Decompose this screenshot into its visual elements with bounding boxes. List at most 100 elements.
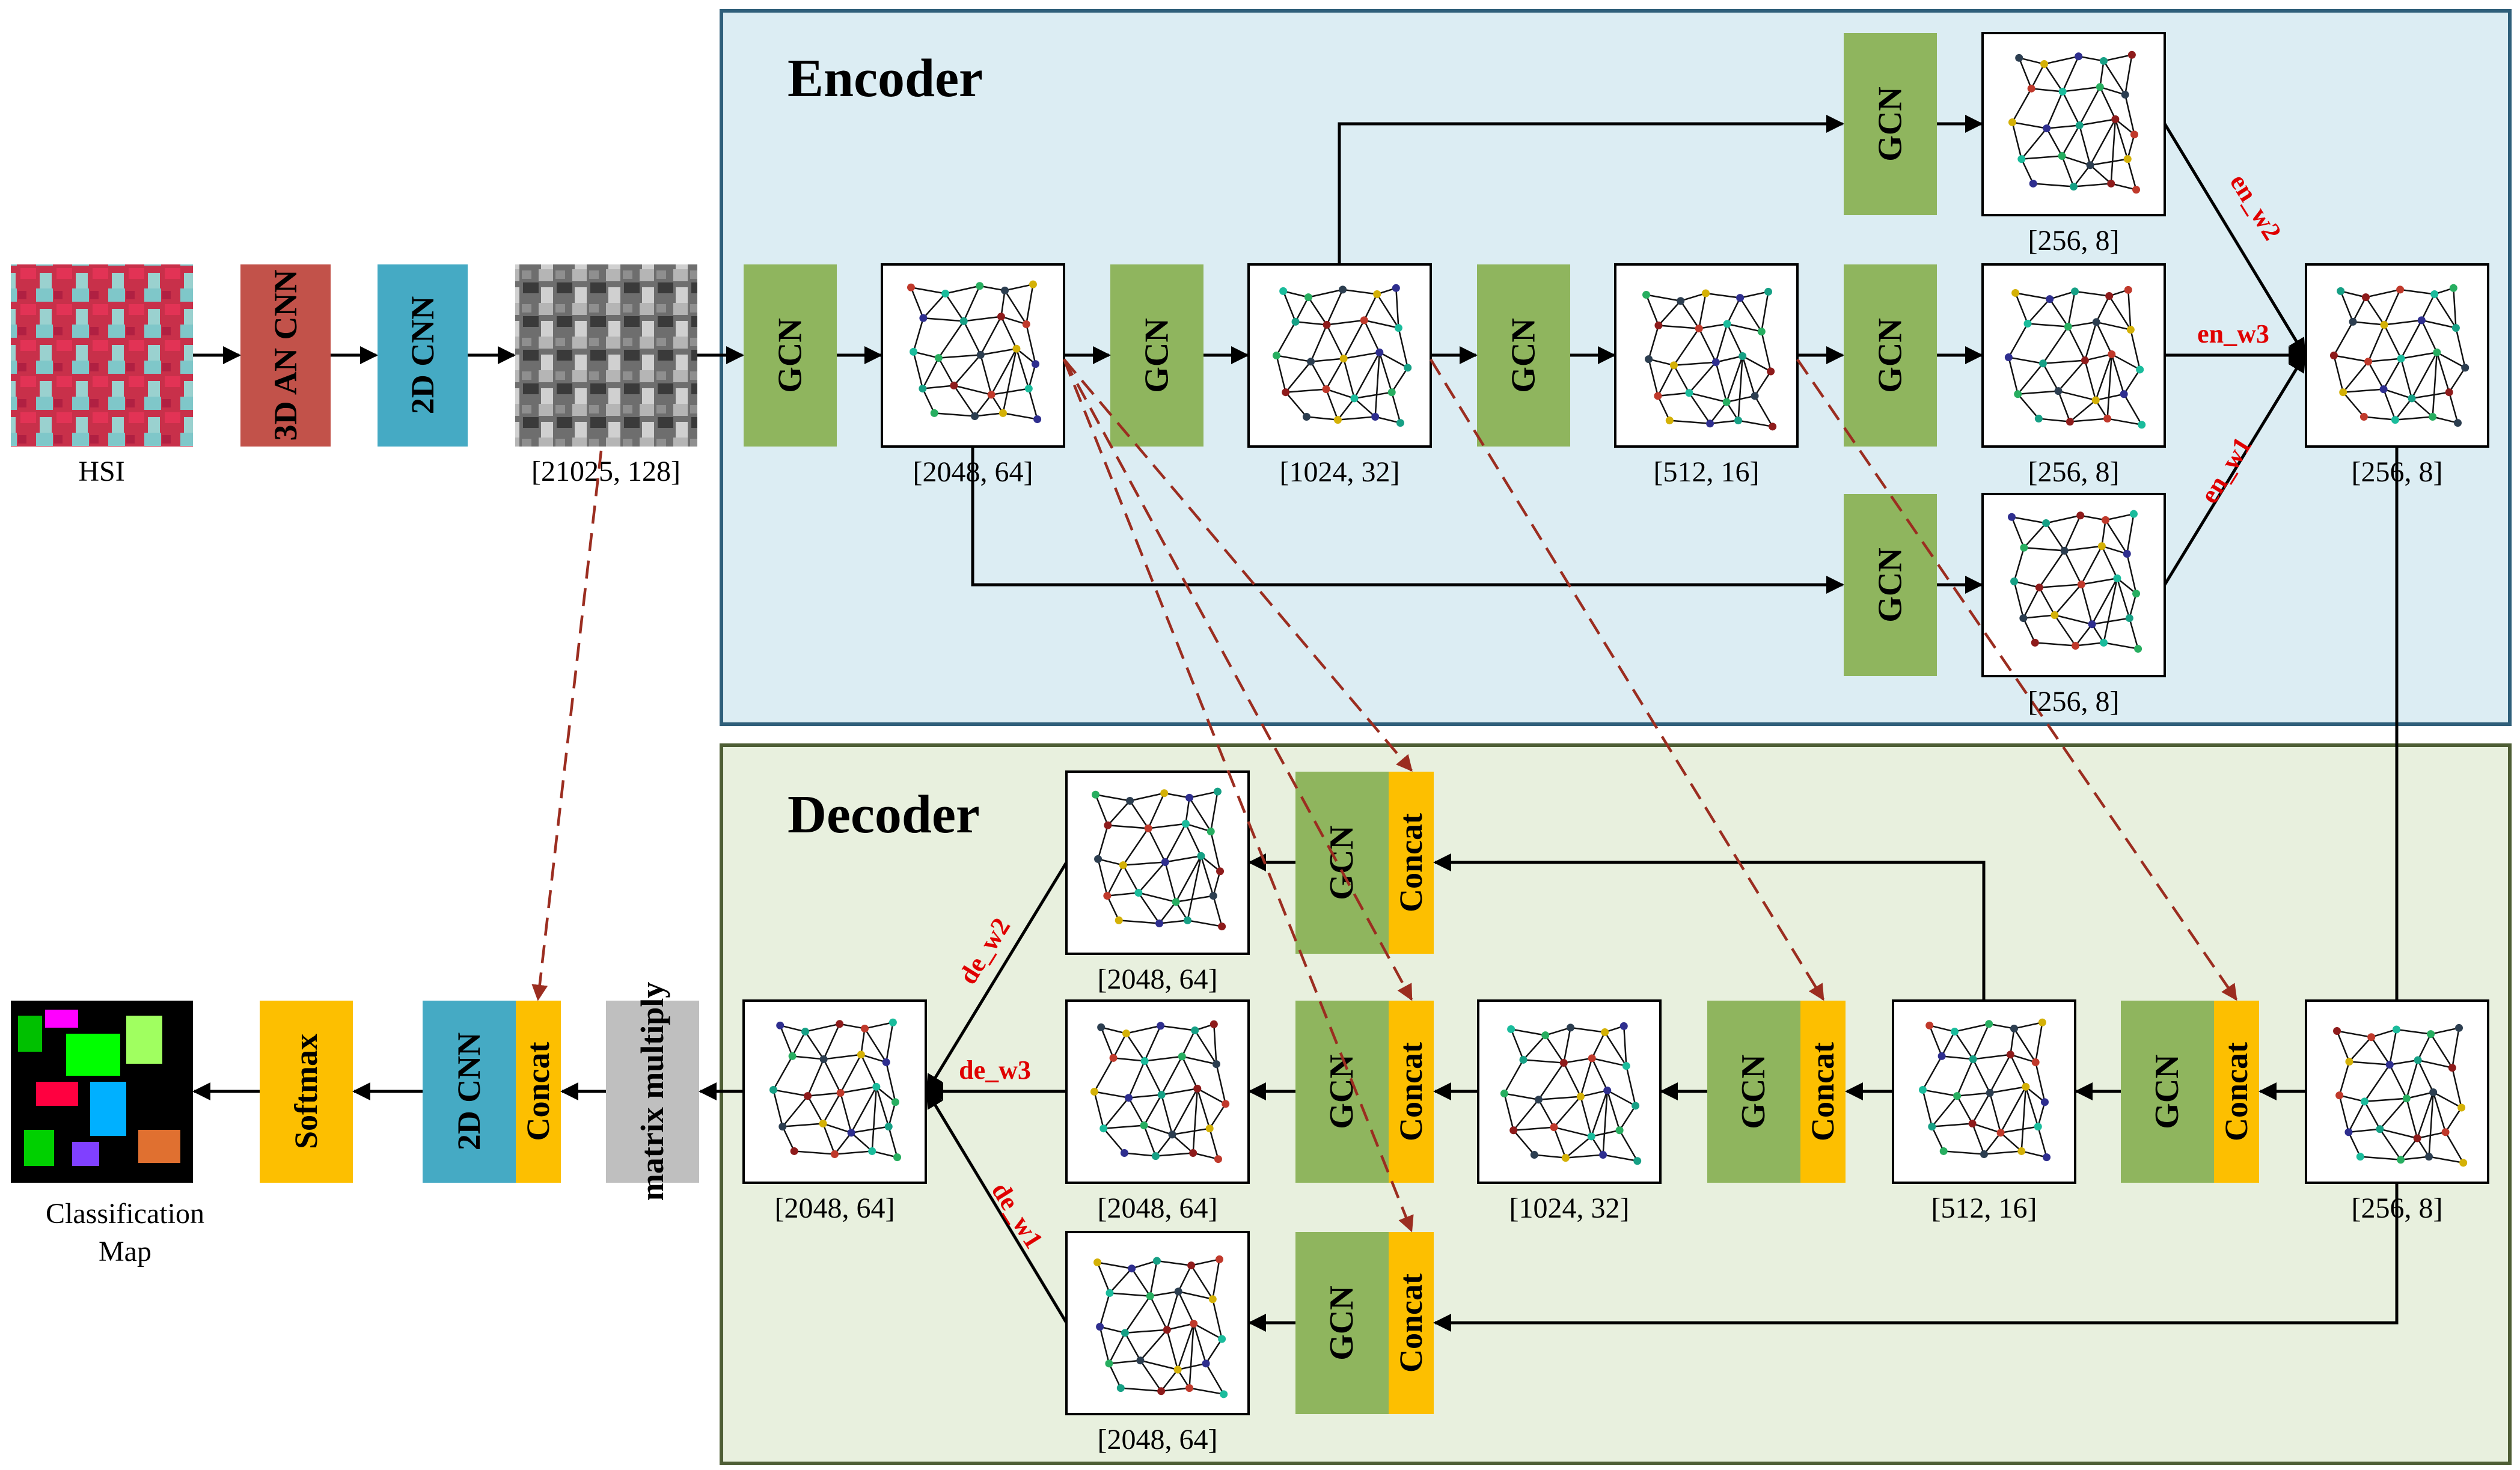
graph-edge xyxy=(773,1089,808,1097)
graph-node xyxy=(971,412,979,420)
graph-edge xyxy=(2058,390,2096,401)
graph-edge xyxy=(1181,1029,1196,1057)
graph-node xyxy=(2126,326,2135,334)
graph-edge xyxy=(1553,1096,1582,1128)
graph-edge xyxy=(822,1092,842,1124)
graph-edge xyxy=(1376,293,1399,329)
graph-node xyxy=(1291,317,1300,326)
graph-edge xyxy=(2340,290,2354,322)
graph-node xyxy=(1216,1255,1224,1263)
enc-gcn-3-label: GCN xyxy=(1505,318,1543,392)
graph-edge xyxy=(823,1023,840,1060)
graph-node xyxy=(1350,394,1359,403)
graph-node xyxy=(1333,416,1342,424)
graph-node xyxy=(1012,344,1021,353)
graph-edge xyxy=(2078,125,2091,166)
graph-node xyxy=(1090,1088,1098,1096)
graph-node xyxy=(860,1024,869,1032)
graph-edge xyxy=(885,1062,896,1103)
graph-node xyxy=(2132,186,2141,194)
graph-node xyxy=(1535,1096,1543,1104)
graph-edge xyxy=(2057,391,2071,422)
graph-edge xyxy=(2081,546,2103,585)
graph-edge xyxy=(2389,1064,2408,1099)
graph-node xyxy=(1152,1257,1161,1265)
graph-node xyxy=(1206,827,1215,835)
graph-edge xyxy=(2365,296,2385,326)
graph-node xyxy=(888,1018,897,1026)
graph-edge xyxy=(2014,292,2029,324)
graph-edge xyxy=(911,287,946,294)
graph-edge xyxy=(1698,293,1707,329)
graph-edge xyxy=(1200,855,1214,896)
graph-node xyxy=(1339,285,1347,294)
graph-edge xyxy=(2062,56,2079,92)
graph-edge xyxy=(823,1054,861,1060)
graph-edge xyxy=(2338,1061,2350,1096)
graph-edge xyxy=(1325,358,1345,390)
graph-edge xyxy=(1150,1290,1179,1297)
graph-node xyxy=(1218,923,1226,931)
graph-node xyxy=(2364,358,2373,366)
graph-edge xyxy=(1511,1028,1546,1036)
graph-node xyxy=(1599,1151,1607,1159)
graph-edge xyxy=(1989,1086,2026,1094)
graph-edge xyxy=(876,1086,896,1103)
graph-node xyxy=(2040,1098,2049,1106)
graph-edge xyxy=(1956,1058,1974,1097)
graph-edge xyxy=(2079,87,2101,126)
graph-edge xyxy=(1164,792,1190,799)
graph-edge xyxy=(2102,545,2127,555)
graph-edge xyxy=(2020,127,2048,160)
graph-node xyxy=(907,283,915,291)
graph-edge xyxy=(2126,513,2135,554)
graph-edge xyxy=(2038,587,2055,616)
graph-edge xyxy=(2008,357,2019,395)
graph-node xyxy=(2081,356,2089,365)
graph-edge xyxy=(1015,348,1030,389)
graph-node xyxy=(1507,1025,1515,1033)
graph-node xyxy=(2010,1024,2018,1032)
graph-edge xyxy=(2038,418,2070,422)
graph-edge xyxy=(2096,321,2131,331)
graph-node xyxy=(1711,358,1720,367)
graph-node xyxy=(1216,867,1225,876)
graph-node xyxy=(2058,87,2067,96)
graph-node xyxy=(976,282,984,290)
graph-edge xyxy=(1738,419,1773,428)
graph-node xyxy=(1937,1052,1946,1060)
graph-edge xyxy=(1984,1150,2022,1155)
graph-edge xyxy=(2406,1091,2433,1099)
graph-edge xyxy=(1669,419,1710,424)
graph-edge xyxy=(2043,359,2085,365)
graph-node xyxy=(1001,286,1009,294)
graph-node xyxy=(819,1120,827,1128)
graph-edge xyxy=(1379,352,1408,368)
graph-node xyxy=(2031,1058,2040,1067)
graph-edge xyxy=(2031,88,2063,93)
graph-edge xyxy=(1657,392,1690,397)
graph-edge xyxy=(1754,371,1772,397)
graph-edge xyxy=(945,285,980,294)
graph-edge xyxy=(2000,1132,2022,1152)
map-regions xyxy=(18,1010,180,1166)
graph-node xyxy=(1115,916,1123,924)
enc-gcn-mid-label: GCN xyxy=(1872,318,1909,392)
graph-edge xyxy=(782,1123,824,1127)
graph-edge xyxy=(953,385,976,417)
dec-gcn-bot-concat-label: Concat xyxy=(1393,1273,1429,1373)
graph-edge xyxy=(2008,356,2043,364)
graph-node xyxy=(1205,1124,1214,1133)
graph-node xyxy=(1302,413,1310,421)
graph-node xyxy=(1669,361,1678,370)
graph-node xyxy=(2023,319,2032,328)
graph-edge xyxy=(1213,895,1223,927)
graph-edge xyxy=(1307,296,1328,326)
graph-node xyxy=(893,1153,902,1162)
graph-node xyxy=(2070,183,2078,191)
graph-node xyxy=(1622,1062,1630,1070)
decoder-title: Decoder xyxy=(788,785,980,844)
graph-edge xyxy=(2364,1097,2407,1103)
graph-node xyxy=(2453,419,2462,427)
graph-edge xyxy=(2090,158,2128,166)
